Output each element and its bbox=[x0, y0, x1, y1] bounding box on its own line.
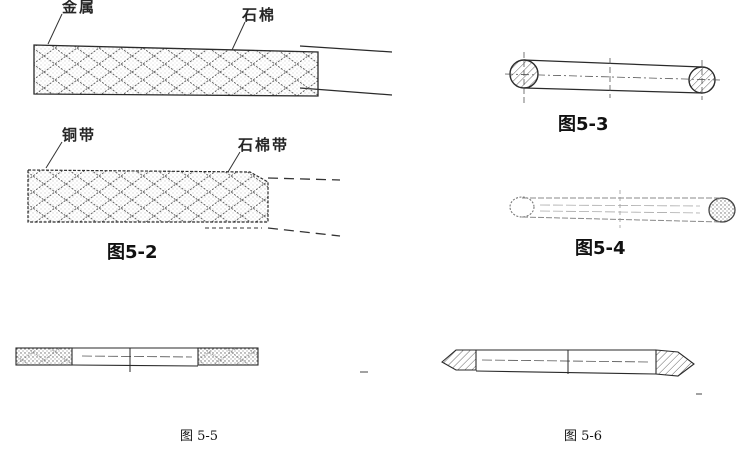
figure-5-4-caption: 图5-4 bbox=[575, 238, 626, 259]
fig-5-6-drawing bbox=[441, 349, 702, 395]
fig-5-2-bottom-rod bbox=[27, 141, 341, 237]
fig-5-2-top-rod bbox=[33, 13, 393, 97]
fig-5-4-drawing bbox=[509, 190, 736, 228]
asbestos-tape-label: 石棉带 bbox=[238, 136, 290, 154]
figure-5-2-caption: 图5-2 bbox=[107, 242, 158, 263]
asbestos-label: 石棉 bbox=[242, 6, 277, 24]
fig-5-3-drawing bbox=[504, 52, 721, 104]
figure-5-6-caption: 图 5-6 bbox=[564, 429, 603, 444]
copper-tape-label: 铜带 bbox=[62, 126, 97, 144]
figure-5-5-caption: 图 5-5 bbox=[180, 429, 219, 444]
figure-5-3-caption: 图5-3 bbox=[558, 114, 609, 135]
metal-label: 金属 bbox=[62, 0, 97, 16]
fig-5-5-drawing bbox=[15, 347, 368, 373]
